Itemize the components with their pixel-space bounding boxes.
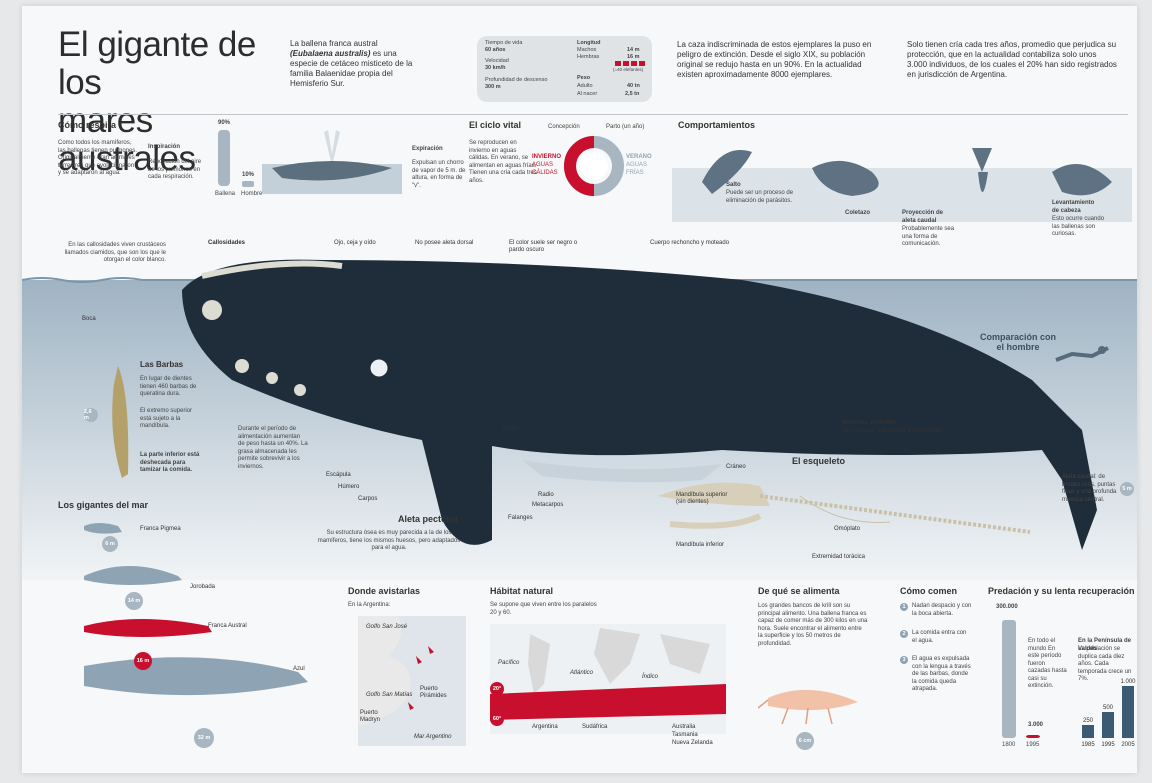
bar-world-1800 (1002, 620, 1016, 738)
whale-illustration (22, 259, 1137, 580)
section-title-respira: Cómo respira (58, 120, 117, 130)
lung-bar-human (242, 181, 254, 187)
bar-label-valdes: 250 (1083, 718, 1094, 724)
section-title-avistar: Donde avistarlas (348, 586, 421, 596)
section-title-predacion: Predación y su lenta recuperación (988, 586, 1135, 596)
section-title-comportamientos: Comportamientos (678, 120, 756, 130)
bar-valdes-1995 (1102, 712, 1114, 738)
peninsula-map (358, 616, 466, 746)
year-label-valdes: 2005 (1121, 742, 1135, 746)
history-text: La caza indiscriminada de estos ejemplar… (677, 40, 872, 79)
bar-valdes-1985 (1082, 725, 1094, 738)
infographic-poster: El gigante de los mares australes La bal… (22, 6, 1137, 773)
breeding-text: Solo tienen cría cada tres años, promedi… (907, 40, 1117, 79)
stats-box: Tiempo de vida 60 años Velocidad 30 km/h… (477, 36, 652, 102)
year-label-valdes: 1985 (1081, 742, 1095, 746)
behaviors-illustration (672, 148, 1132, 222)
divider (58, 114, 1128, 115)
life-cycle-ring (564, 136, 624, 196)
exhale-whale-illustration (262, 130, 402, 194)
section-title-habitat: Hábitat natural (490, 586, 554, 596)
bar-label-valdes: 500 (1103, 705, 1114, 711)
diver-icon (1055, 346, 1109, 362)
krill-illustration (758, 689, 858, 725)
intro-text: La ballena franca austral (Eubalaena aus… (290, 39, 413, 88)
section-title-ciclo: El ciclo vital (469, 120, 522, 130)
bar-world-1995 (1026, 735, 1040, 738)
ciclo-text: Se reproducen en invierno en aguas cálid… (469, 140, 537, 184)
section-title-gigantes: Los gigantes del mar (58, 500, 149, 510)
whale-size-comparison (84, 523, 308, 696)
respira-text: Como todos los mamíferos, las ballenas t… (58, 140, 138, 176)
lung-bar-whale (218, 130, 230, 186)
skeleton-illustration (658, 482, 1031, 534)
predation-chart: 250 1985 500 1995 1.000 2005 (1002, 620, 1136, 746)
habitat-map (490, 624, 726, 734)
bar-valdes-2005 (1122, 686, 1134, 738)
page-title: El gigante de los mares australes (58, 25, 256, 178)
elephant-icons (615, 61, 647, 66)
year-label-valdes: 1995 (1101, 742, 1115, 746)
bar-label-valdes: 1.000 (1120, 679, 1136, 685)
section-title-alimenta: De qué se alimenta (758, 586, 840, 596)
baleen-illustration (112, 366, 129, 478)
section-title-comen: Cómo comen (900, 586, 958, 596)
